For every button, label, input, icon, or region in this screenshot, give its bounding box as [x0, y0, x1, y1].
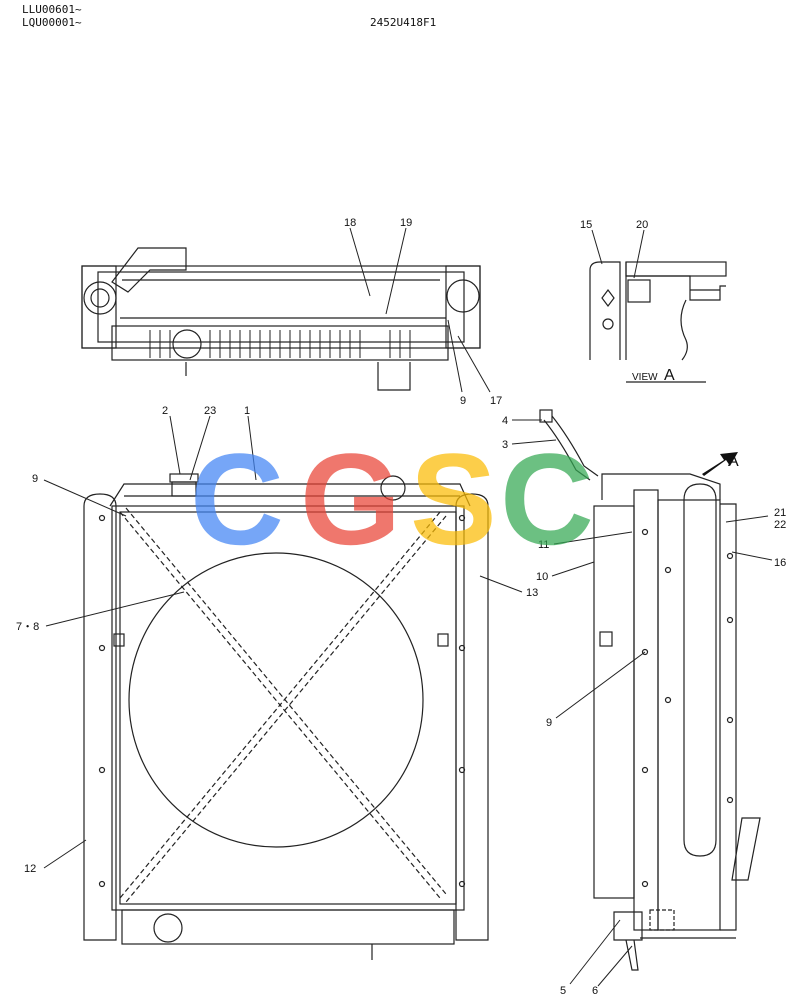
callout-2: 2 — [162, 405, 168, 417]
radiator-top-view — [81, 247, 481, 391]
watermark-letter-c1: C — [190, 426, 284, 572]
drawing-number: 2452U418F1 — [370, 16, 437, 29]
view-a-arrow-icon — [702, 452, 738, 476]
serial-number-2: LQU00001~ — [22, 16, 82, 29]
callout-12: 12 — [24, 863, 36, 875]
callout-11: 11 — [538, 539, 549, 551]
callout-6: 6 — [592, 985, 598, 997]
serial-number-1: LLU00601~ — [22, 3, 82, 16]
callout-1: 1 — [244, 405, 250, 417]
callout-19: 19 — [400, 217, 412, 229]
callout-23: 23 — [204, 405, 216, 417]
watermark-letter-c2: C — [500, 426, 594, 572]
callout-22: 22 — [774, 519, 786, 531]
cgsc-watermark: C G S C — [190, 426, 594, 572]
callout-15: 15 — [580, 219, 592, 231]
callout-9-front: 9 — [32, 473, 38, 485]
leader-lines — [43, 227, 773, 987]
callout-17: 17 — [490, 395, 502, 407]
view-arrow-letter: A — [728, 453, 739, 470]
radiator-front-view — [83, 473, 489, 960]
watermark-letter-g: G — [300, 426, 401, 572]
callout-20: 20 — [636, 219, 648, 231]
view-letter: A — [664, 367, 675, 384]
callout-5: 5 — [560, 985, 566, 997]
callout-10: 10 — [536, 571, 548, 583]
callout-16: 16 — [774, 557, 786, 569]
callout-9-top: 9 — [460, 395, 466, 407]
callout-3: 3 — [502, 439, 508, 451]
callout-18: 18 — [344, 217, 356, 229]
view-label: VIEW — [632, 372, 658, 383]
watermark-letter-s: S — [410, 426, 497, 572]
view-a-detail — [589, 261, 727, 383]
callout-7-8: 7・8 — [16, 621, 39, 633]
callout-9-side: 9 — [546, 717, 552, 729]
callout-21: 21 — [774, 507, 786, 519]
callout-13: 13 — [526, 587, 538, 599]
radiator-side-view — [539, 409, 761, 971]
callout-4: 4 — [502, 415, 508, 427]
